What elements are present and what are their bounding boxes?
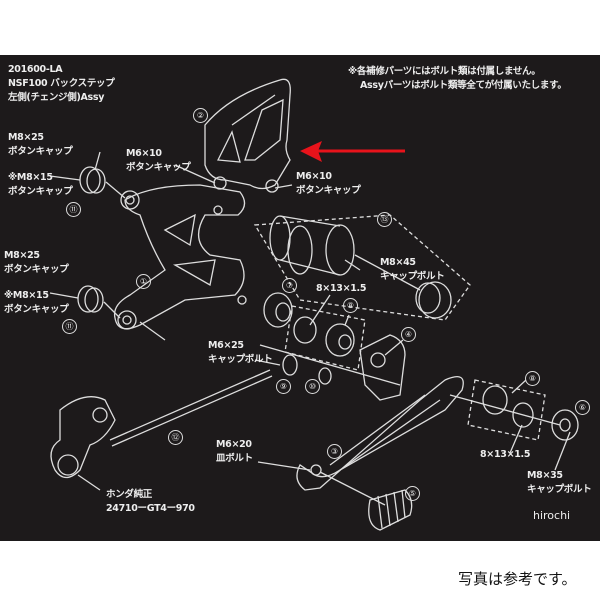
part-number-6: ⑥	[575, 400, 590, 415]
red-arrow-icon	[300, 141, 405, 162]
shift-lever	[296, 376, 464, 491]
watermark: hirochi	[533, 509, 571, 522]
part-number-11: ⑪	[66, 202, 81, 217]
label-washer-lower: 8×13×1.5	[480, 449, 531, 460]
part-number-4: ④	[401, 327, 416, 342]
part-number-8: ⑧	[343, 298, 358, 313]
part-number-7: ⑦	[282, 278, 297, 293]
label-washer-upper: 8×13×1.5	[316, 283, 367, 294]
part-number-13: ⑬	[377, 212, 392, 227]
part-number-3: ③	[327, 444, 342, 459]
part-number-10: ⑩	[305, 379, 320, 394]
footer-note: 写真は参考です。	[458, 570, 577, 588]
part-number-2: ②	[193, 108, 208, 123]
product-title: 201600-LA NSF100 バックステップ 左側(チェンジ側)Assy	[8, 64, 115, 103]
part-number-5: ⑤	[405, 486, 420, 501]
parts-diagram: 201600-LA NSF100 バックステップ 左側(チェンジ側)Assy ※…	[0, 55, 600, 541]
part-number-1: ①	[136, 274, 151, 289]
part-number-8: ⑧	[525, 371, 540, 386]
part-number-9: ⑨	[276, 379, 291, 394]
heel-plate	[204, 78, 291, 190]
exploded-view-drawing	[49, 78, 579, 531]
part-number-11: ⑪	[62, 319, 77, 334]
part-number-12: ⑫	[168, 430, 183, 445]
bolt-note: ※各補修パーツにはボルト類は付属しません。 Assyパーツはボルト類等全てが付属…	[348, 66, 567, 91]
main-bracket	[113, 184, 246, 330]
